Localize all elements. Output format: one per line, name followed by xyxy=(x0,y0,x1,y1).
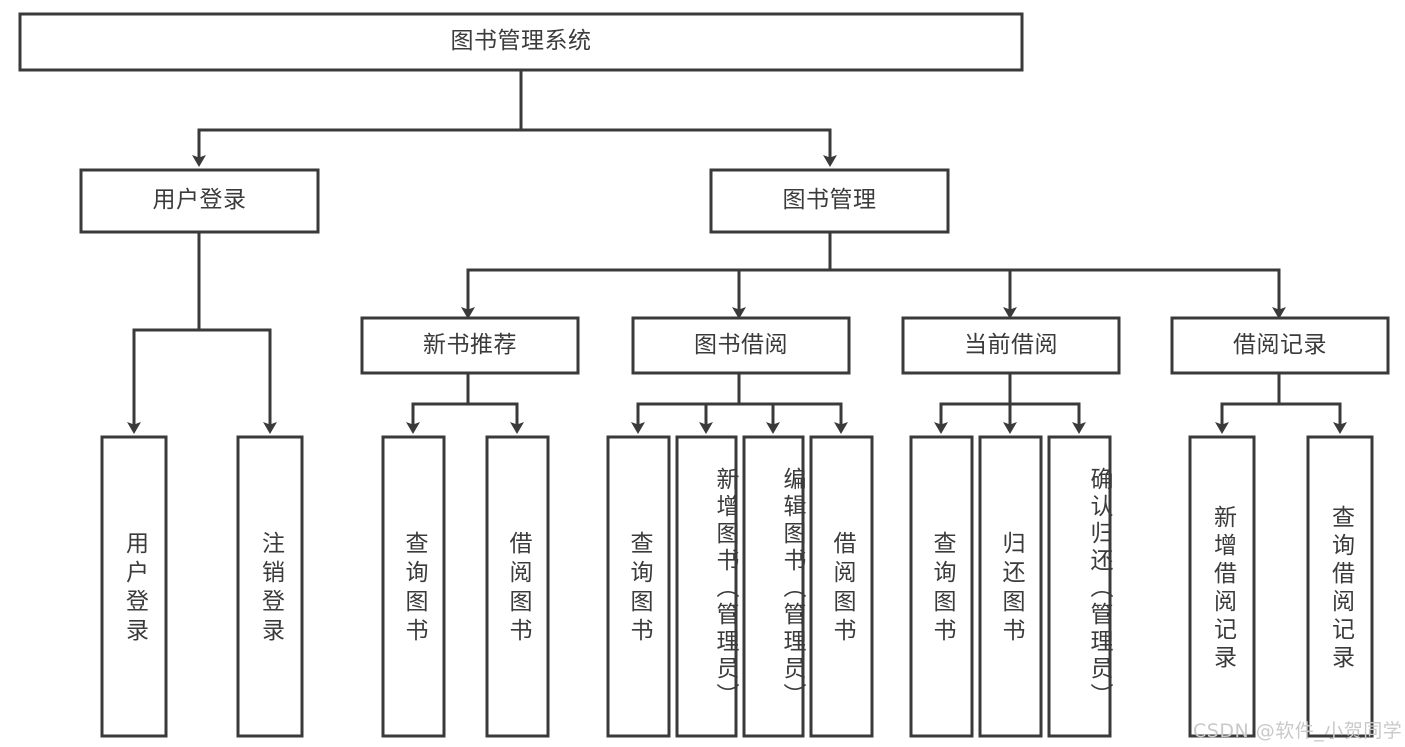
node-leaf-add-record-box[interactable] xyxy=(1188,435,1256,738)
node-leaf-query-book-3-box[interactable] xyxy=(909,435,974,738)
node-leaf-user-login-box[interactable] xyxy=(100,435,168,738)
node-leaf-query-record-box[interactable] xyxy=(1306,435,1374,738)
csdn-watermark: CSDN @软件_小贺同学 xyxy=(1193,720,1403,742)
node-leaf-logout-box[interactable] xyxy=(236,435,304,738)
node-borrow-record-box[interactable] xyxy=(1170,316,1390,375)
node-root-box[interactable] xyxy=(18,12,1024,72)
node-leaf-query-book-2-box[interactable] xyxy=(606,435,671,738)
node-leaf-borrow-book-1-box[interactable] xyxy=(485,435,550,738)
node-leaf-confirm-return-box[interactable] xyxy=(1047,435,1112,738)
node-book-manage-box[interactable] xyxy=(709,168,950,234)
node-user-login-box[interactable] xyxy=(79,168,320,234)
node-new-book-recommend-box[interactable] xyxy=(360,316,580,375)
node-leaf-add-book-box[interactable] xyxy=(675,435,738,738)
node-leaf-return-book-box[interactable] xyxy=(978,435,1043,738)
node-leaf-query-book-1-box[interactable] xyxy=(381,435,446,738)
node-current-borrow-box[interactable] xyxy=(901,316,1121,375)
node-book-borrow-box[interactable] xyxy=(631,316,851,375)
node-leaf-edit-book-box[interactable] xyxy=(742,435,805,738)
node-leaf-borrow-book-2-box[interactable] xyxy=(809,435,874,738)
